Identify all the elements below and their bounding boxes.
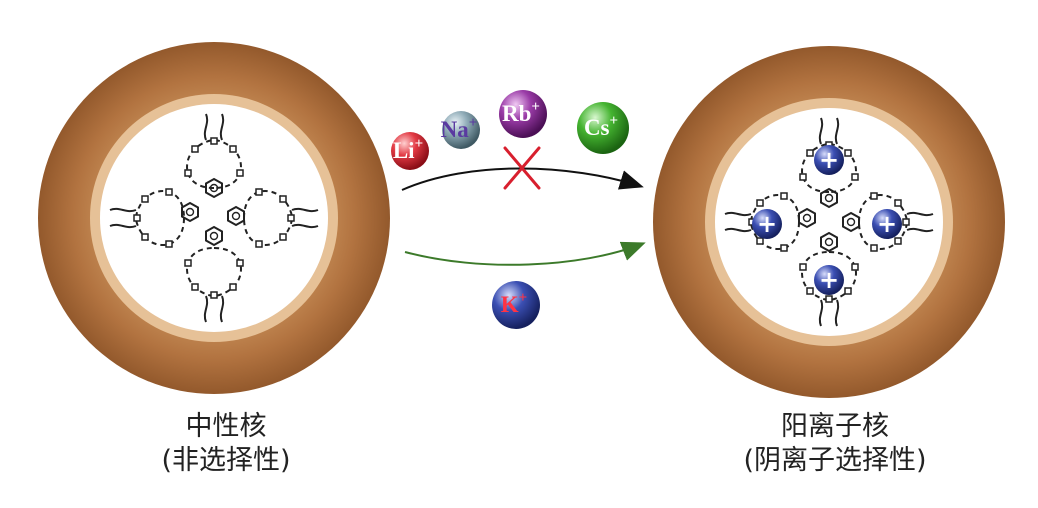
ion-charge: + <box>531 99 540 115</box>
ion-charge: + <box>519 290 528 306</box>
ion-symbol: Cs <box>584 115 610 140</box>
ion-sphere <box>391 132 429 170</box>
bound-cation-sphere <box>872 209 902 239</box>
bound-cation-sphere <box>814 145 844 175</box>
ion-label: K+ <box>501 290 527 317</box>
ion-sphere <box>577 102 629 154</box>
ion-label: Li+ <box>393 136 423 163</box>
ion-na: Na+ <box>441 111 480 149</box>
caption-title: 中性核 <box>185 411 267 442</box>
ion-sphere <box>492 281 540 329</box>
bound-cation-charge: + <box>757 210 777 238</box>
bound-cation-charge: + <box>819 146 839 174</box>
neutral-core-caption: 中性核 (非选择性) <box>96 410 356 478</box>
ion-charge: + <box>469 115 478 131</box>
bound-cations: + + + + <box>752 145 902 295</box>
ion-rb: Rb+ <box>499 90 547 138</box>
bound-cation-sphere <box>814 265 844 295</box>
caption-subtitle: (阴离子选择性) <box>743 445 927 476</box>
bound-cation: + <box>814 145 844 175</box>
ion-label: Na+ <box>441 115 478 142</box>
ion-symbol: K <box>501 292 519 317</box>
cationic-core-caption: 阳离子核 (阴离子选择性) <box>705 410 965 478</box>
open-transport-arrow <box>404 241 646 266</box>
ion-k: K+ <box>492 281 540 329</box>
caption-subtitle: (非选择性) <box>161 445 291 476</box>
blocked-x-mark <box>503 146 541 190</box>
ion-li: Li+ <box>391 132 429 170</box>
bound-cation-charge: + <box>877 210 897 238</box>
ion-symbol: Rb <box>502 101 531 126</box>
pore-cavity <box>715 108 943 336</box>
pore-cavity <box>100 104 328 332</box>
ion-charge: + <box>610 113 619 129</box>
ion-charge: + <box>415 136 424 152</box>
ion-sphere <box>442 111 480 149</box>
ion-sphere <box>499 90 547 138</box>
bound-cation: + <box>752 209 782 239</box>
bound-cation: + <box>814 265 844 295</box>
ion-label: Cs+ <box>584 113 618 140</box>
ion-label: Rb+ <box>502 99 540 126</box>
free-cations: Li+Na+Rb+Cs+K+ <box>391 90 629 329</box>
cationic-core-pore: + + + + <box>653 46 1005 398</box>
ion-symbol: Na <box>441 117 470 142</box>
bound-cation-charge: + <box>819 266 839 294</box>
bound-cation-sphere <box>752 209 782 239</box>
caption-title: 阳离子核 <box>781 411 889 442</box>
blocked-transport-arrow <box>401 167 644 191</box>
neutral-core-pore <box>38 42 390 394</box>
ion-cs: Cs+ <box>577 102 629 154</box>
bound-cation: + <box>872 209 902 239</box>
ion-symbol: Li <box>393 138 415 163</box>
